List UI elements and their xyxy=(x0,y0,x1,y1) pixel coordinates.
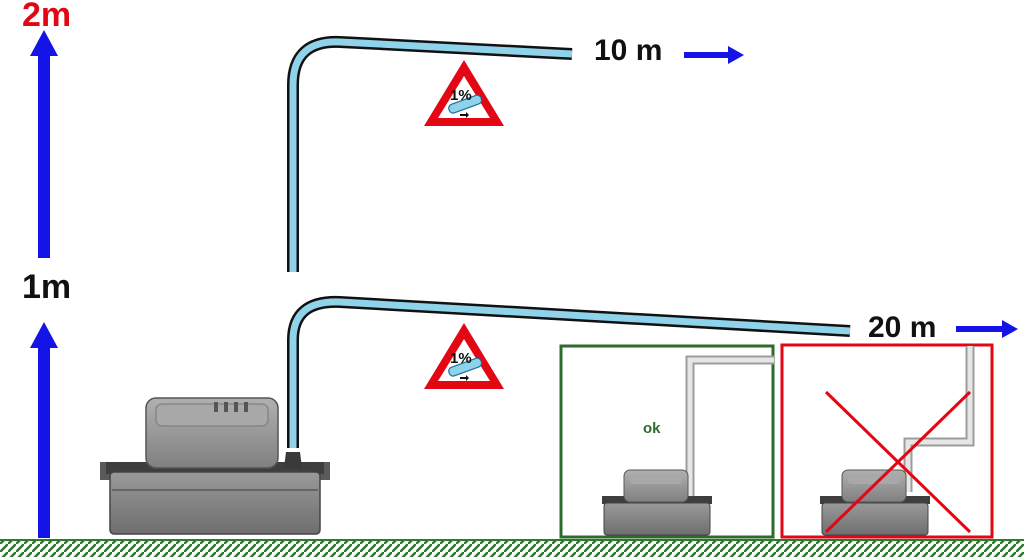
lower-discharge-pipe xyxy=(287,295,851,448)
arrow-up-icon xyxy=(30,322,58,538)
height-arrow-upper xyxy=(30,30,58,258)
upper-discharge-pipe xyxy=(287,35,573,272)
condensate-pump xyxy=(100,397,330,535)
ground xyxy=(0,539,1024,557)
slope-label-upper: 1% xyxy=(450,87,472,104)
distance-label-10m: 10 m xyxy=(594,34,662,67)
incorrect-installation-example xyxy=(780,343,994,539)
arrow-up-icon xyxy=(30,30,58,258)
distance-label-20m: 20 m xyxy=(868,311,936,344)
height-label-1m: 1m xyxy=(22,268,71,306)
small-pump xyxy=(602,469,712,536)
slope-label-lower: 1% xyxy=(450,350,472,367)
triangle-warning-icon: 1% xyxy=(424,60,504,126)
small-pump xyxy=(820,469,930,536)
height-label-2m: 2m xyxy=(22,0,71,34)
correct-installation-example: ok xyxy=(559,344,775,539)
triangle-warning-icon: 1% xyxy=(424,323,504,389)
arrow-right-icon xyxy=(684,46,744,64)
x-cross-icon xyxy=(824,390,972,534)
arrow-right-icon xyxy=(956,320,1018,338)
height-arrow-lower xyxy=(30,322,58,538)
ok-label: ok xyxy=(643,420,661,437)
